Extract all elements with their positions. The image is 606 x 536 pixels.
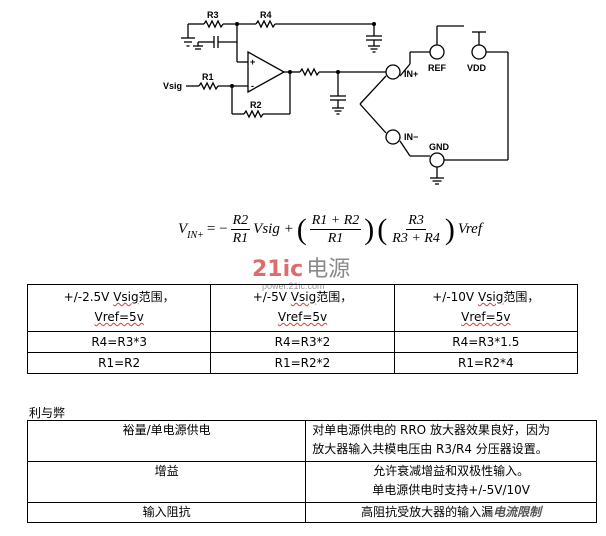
resistor-r2 xyxy=(243,109,264,119)
watermark-stamp: 电流限制 xyxy=(493,505,542,519)
pros-cons-label: 裕量/单电源供电 xyxy=(26,420,307,462)
pros-cons-desc: 对单电源供电的 RRO 放大器效果良好，因为放大器输入共模电压由 R3/R4 分… xyxy=(305,420,597,462)
range-header-cell: +/-10V Vsig范围，Vref=5v xyxy=(393,284,579,332)
pros-cons-table: 裕量/单电源供电 对单电源供电的 RRO 放大器效果良好，因为放大器输入共模电压… xyxy=(26,420,597,523)
resistor-r3 xyxy=(203,19,224,29)
resistor-output xyxy=(299,67,320,77)
fraction-divider: R3 R3 + R4 xyxy=(392,213,440,246)
label-r1: R1 xyxy=(202,72,214,82)
pros-cons-label: 增益 xyxy=(26,461,307,503)
pin-ref xyxy=(429,44,445,60)
label-r2: R2 xyxy=(250,100,262,110)
label-vsig: Vsig xyxy=(163,81,182,91)
formula-term-vsig: Vsig + xyxy=(253,221,294,237)
formula-eq: = − xyxy=(206,221,228,237)
pin-vdd xyxy=(471,44,487,60)
label-in-plus: IN+ xyxy=(404,69,418,79)
pros-cons-desc: 允许衰减增益和双极性输入。单电源供电时支持+/-5V/10V xyxy=(305,461,597,503)
label-r3: R3 xyxy=(207,10,219,20)
range-header-cell: +/-5V Vsig范围，Vref=5v xyxy=(210,284,395,332)
range-cell: R4=R3*2 xyxy=(210,331,395,353)
pin-in-plus xyxy=(385,64,401,80)
range-header-cell: +/-2.5V Vsig范围，Vref=5v xyxy=(26,284,212,332)
pin-in-minus xyxy=(385,129,401,145)
range-cell: R4=R3*3 xyxy=(26,331,212,353)
range-table: +/-2.5V Vsig范围，Vref=5v +/-5V Vsig范围，Vref… xyxy=(26,284,579,374)
vin-formula: VIN+ = − R2 R1 Vsig + ( R1 + R2 R1 )( R3… xyxy=(178,212,482,246)
range-cell: R4=R3*1.5 xyxy=(393,331,579,353)
formula-lhs: VIN+ xyxy=(178,221,204,241)
circuit-schematic: R3 R4 R1 R2 Vsig + - IN+ IN− REF VDD GND xyxy=(163,10,509,185)
label-amp-plus: + xyxy=(250,57,255,67)
fraction-r2-r1: R2 R1 xyxy=(230,213,251,246)
range-cell: R1=R2*4 xyxy=(393,352,579,374)
pros-cons-title: 利与弊 xyxy=(29,406,66,420)
resistor-r1 xyxy=(198,81,219,91)
pros-cons-label: 输入阻抗 xyxy=(26,502,307,523)
resistor-r4 xyxy=(255,19,276,29)
range-cell: R1=R2*2 xyxy=(210,352,395,374)
label-r4: R4 xyxy=(260,10,272,20)
label-in-minus: IN− xyxy=(404,132,418,142)
range-cell: R1=R2 xyxy=(26,352,212,374)
op-amp xyxy=(247,50,286,94)
fraction-gain: R1 + R2 R1 xyxy=(309,213,362,246)
label-amp-minus: - xyxy=(251,81,254,91)
label-vdd: VDD xyxy=(467,63,487,73)
label-gnd: GND xyxy=(429,142,450,152)
pros-cons-desc: 高阻抗受放大器的输入漏电流限制 xyxy=(305,502,597,523)
formula-term-vref: Vref xyxy=(457,221,482,237)
pin-gnd xyxy=(429,152,445,168)
label-ref: REF xyxy=(428,63,447,73)
